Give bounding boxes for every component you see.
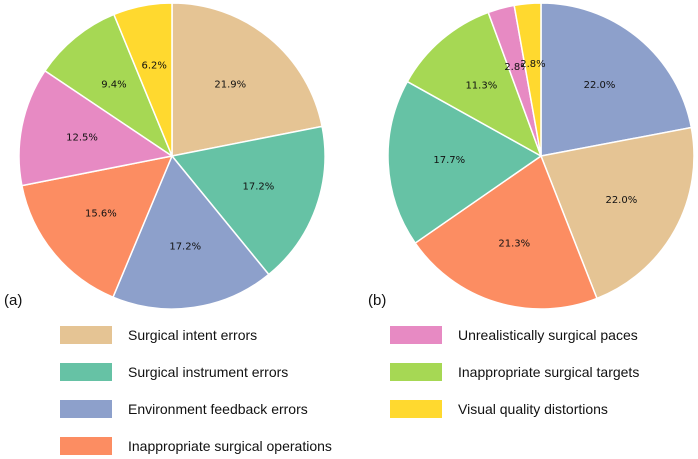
slice-label-operations: 15.6% bbox=[85, 209, 117, 220]
legend-label-intent: Surgical intent errors bbox=[128, 327, 257, 343]
slice-label-quality: 6.2% bbox=[142, 60, 167, 71]
legend-swatch-feedback bbox=[60, 400, 112, 418]
panel-label-a: (a) bbox=[4, 292, 22, 309]
pie-slice-quality bbox=[112, 2, 173, 157]
pie-slice-feedback bbox=[540, 2, 693, 157]
legend-swatch-paces bbox=[390, 326, 442, 344]
panel-label-b: (b) bbox=[368, 292, 386, 309]
legend-label-feedback: Environment feedback errors bbox=[128, 401, 308, 417]
pie-slice-quality bbox=[513, 2, 542, 157]
legend-label-instrument: Surgical instrument errors bbox=[128, 364, 288, 380]
pie-slice-instrument bbox=[387, 80, 543, 245]
legend-label-targets: Inappropriate surgical targets bbox=[458, 364, 639, 380]
slice-label-targets: 9.4% bbox=[101, 79, 126, 90]
pie-slice-targets bbox=[406, 11, 543, 158]
pie-chart-a: 21.9% 17.2% 17.2% 15.6% 12.5% 9.4% 6.2% bbox=[18, 2, 326, 310]
slice-label-instrument: 17.2% bbox=[242, 182, 274, 193]
legend-label-paces: Unrealistically surgical paces bbox=[458, 327, 638, 343]
pie-slice-paces bbox=[18, 69, 174, 187]
pie-slice-intent bbox=[539, 126, 695, 300]
pie-slice-instrument bbox=[170, 125, 326, 276]
pie-chart-b: 22.0% 22.0% 21.3% 17.7% 11.3% 2.8%2.8% bbox=[387, 2, 695, 310]
pie-slice-intent bbox=[171, 2, 323, 157]
slice-label-paces: 12.5% bbox=[66, 132, 98, 143]
pie-slice-feedback bbox=[112, 154, 270, 310]
slice-label-operations: 21.3% bbox=[498, 238, 530, 249]
legend-swatch-instrument bbox=[60, 363, 112, 381]
slice-label-feedback: 22.0% bbox=[584, 80, 616, 91]
slice-label-paces: 2.8% bbox=[504, 62, 529, 73]
legend-swatch-intent bbox=[60, 326, 112, 344]
legend-swatch-operations bbox=[60, 437, 112, 455]
legend-label-operations: Inappropriate surgical operations bbox=[128, 438, 332, 454]
slice-label-quality: 2.8% bbox=[520, 59, 545, 70]
slice-label-intent: 21.9% bbox=[214, 80, 246, 91]
legend-label-quality: Visual quality distortions bbox=[458, 401, 608, 417]
pie-slice-operations bbox=[21, 154, 174, 299]
slice-label-feedback: 17.2% bbox=[169, 241, 201, 252]
slice-label-instrument: 17.7% bbox=[433, 155, 465, 166]
legend-swatch-targets bbox=[390, 363, 442, 381]
slice-label-intent: 22.0% bbox=[605, 195, 637, 206]
pie-slice-targets bbox=[43, 13, 174, 158]
pie-slice-operations bbox=[414, 154, 598, 310]
legend-swatch-quality bbox=[390, 400, 442, 418]
slice-label-targets: 11.3% bbox=[465, 81, 497, 92]
